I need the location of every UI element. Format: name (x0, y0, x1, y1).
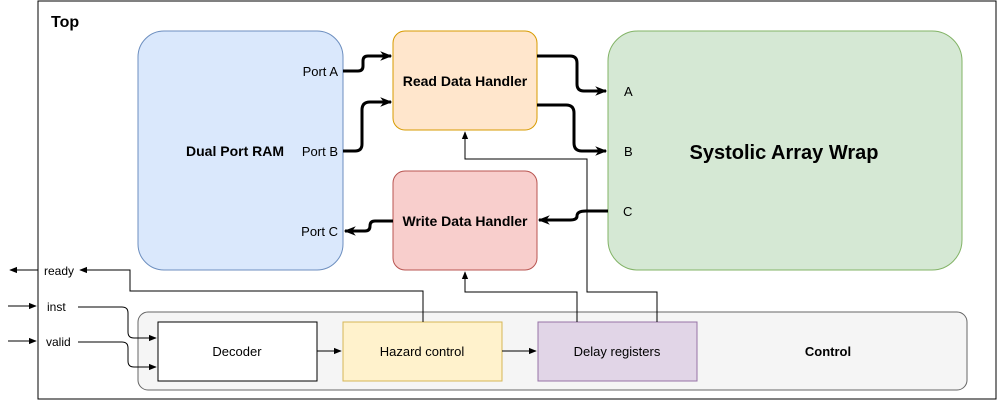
hazard-control-block[interactable] (342, 321, 503, 382)
read-data-handler-label: Read Data Handler (403, 73, 528, 89)
dual-port-ram-label: Dual Port RAM (186, 143, 284, 159)
delay-registers-block[interactable] (537, 321, 698, 382)
hazard-to-ready-arrow (79, 266, 424, 322)
port-a-to-read-arrow (343, 51, 393, 73)
ram-port-a-label: Port A (303, 64, 339, 79)
hazard-control-label: Hazard control (380, 344, 465, 359)
control-label: Control (805, 344, 851, 359)
systolic-port-a-label: A (624, 84, 633, 99)
top-title: Top (51, 14, 79, 31)
read-to-systolic-a-arrow (537, 54, 608, 96)
inst-to-decoder-arrow (78, 306, 157, 342)
systolic-port-b-label: B (624, 144, 633, 159)
valid-signal-label: valid (46, 335, 71, 349)
write-data-handler-label: Write Data Handler (403, 213, 529, 229)
delay-registers-label: Delay registers (574, 344, 661, 359)
delay-to-read-feedback-arrow (461, 131, 658, 322)
systolic-array-wrap-label: Systolic Array Wrap (690, 142, 879, 164)
systolic-c-to-write-arrow (537, 209, 608, 225)
systolic-port-c-label: C (623, 204, 632, 219)
read-to-systolic-b-arrow (537, 103, 608, 156)
valid-to-decoder-arrow (78, 341, 157, 371)
ready-signal-label: ready (44, 264, 74, 278)
decoder-label: Decoder (212, 344, 262, 359)
systolic-array-wrap-block[interactable] (607, 30, 963, 271)
port-b-to-read-arrow (343, 97, 393, 153)
inst-signal-label: inst (47, 300, 66, 314)
write-to-port-c-arrow (343, 219, 393, 236)
read-data-handler-block[interactable] (392, 30, 538, 131)
ram-port-b-label: Port B (302, 144, 338, 159)
ram-port-c-label: Port C (301, 224, 338, 239)
delay-to-write-feedback-arrow (461, 271, 578, 322)
